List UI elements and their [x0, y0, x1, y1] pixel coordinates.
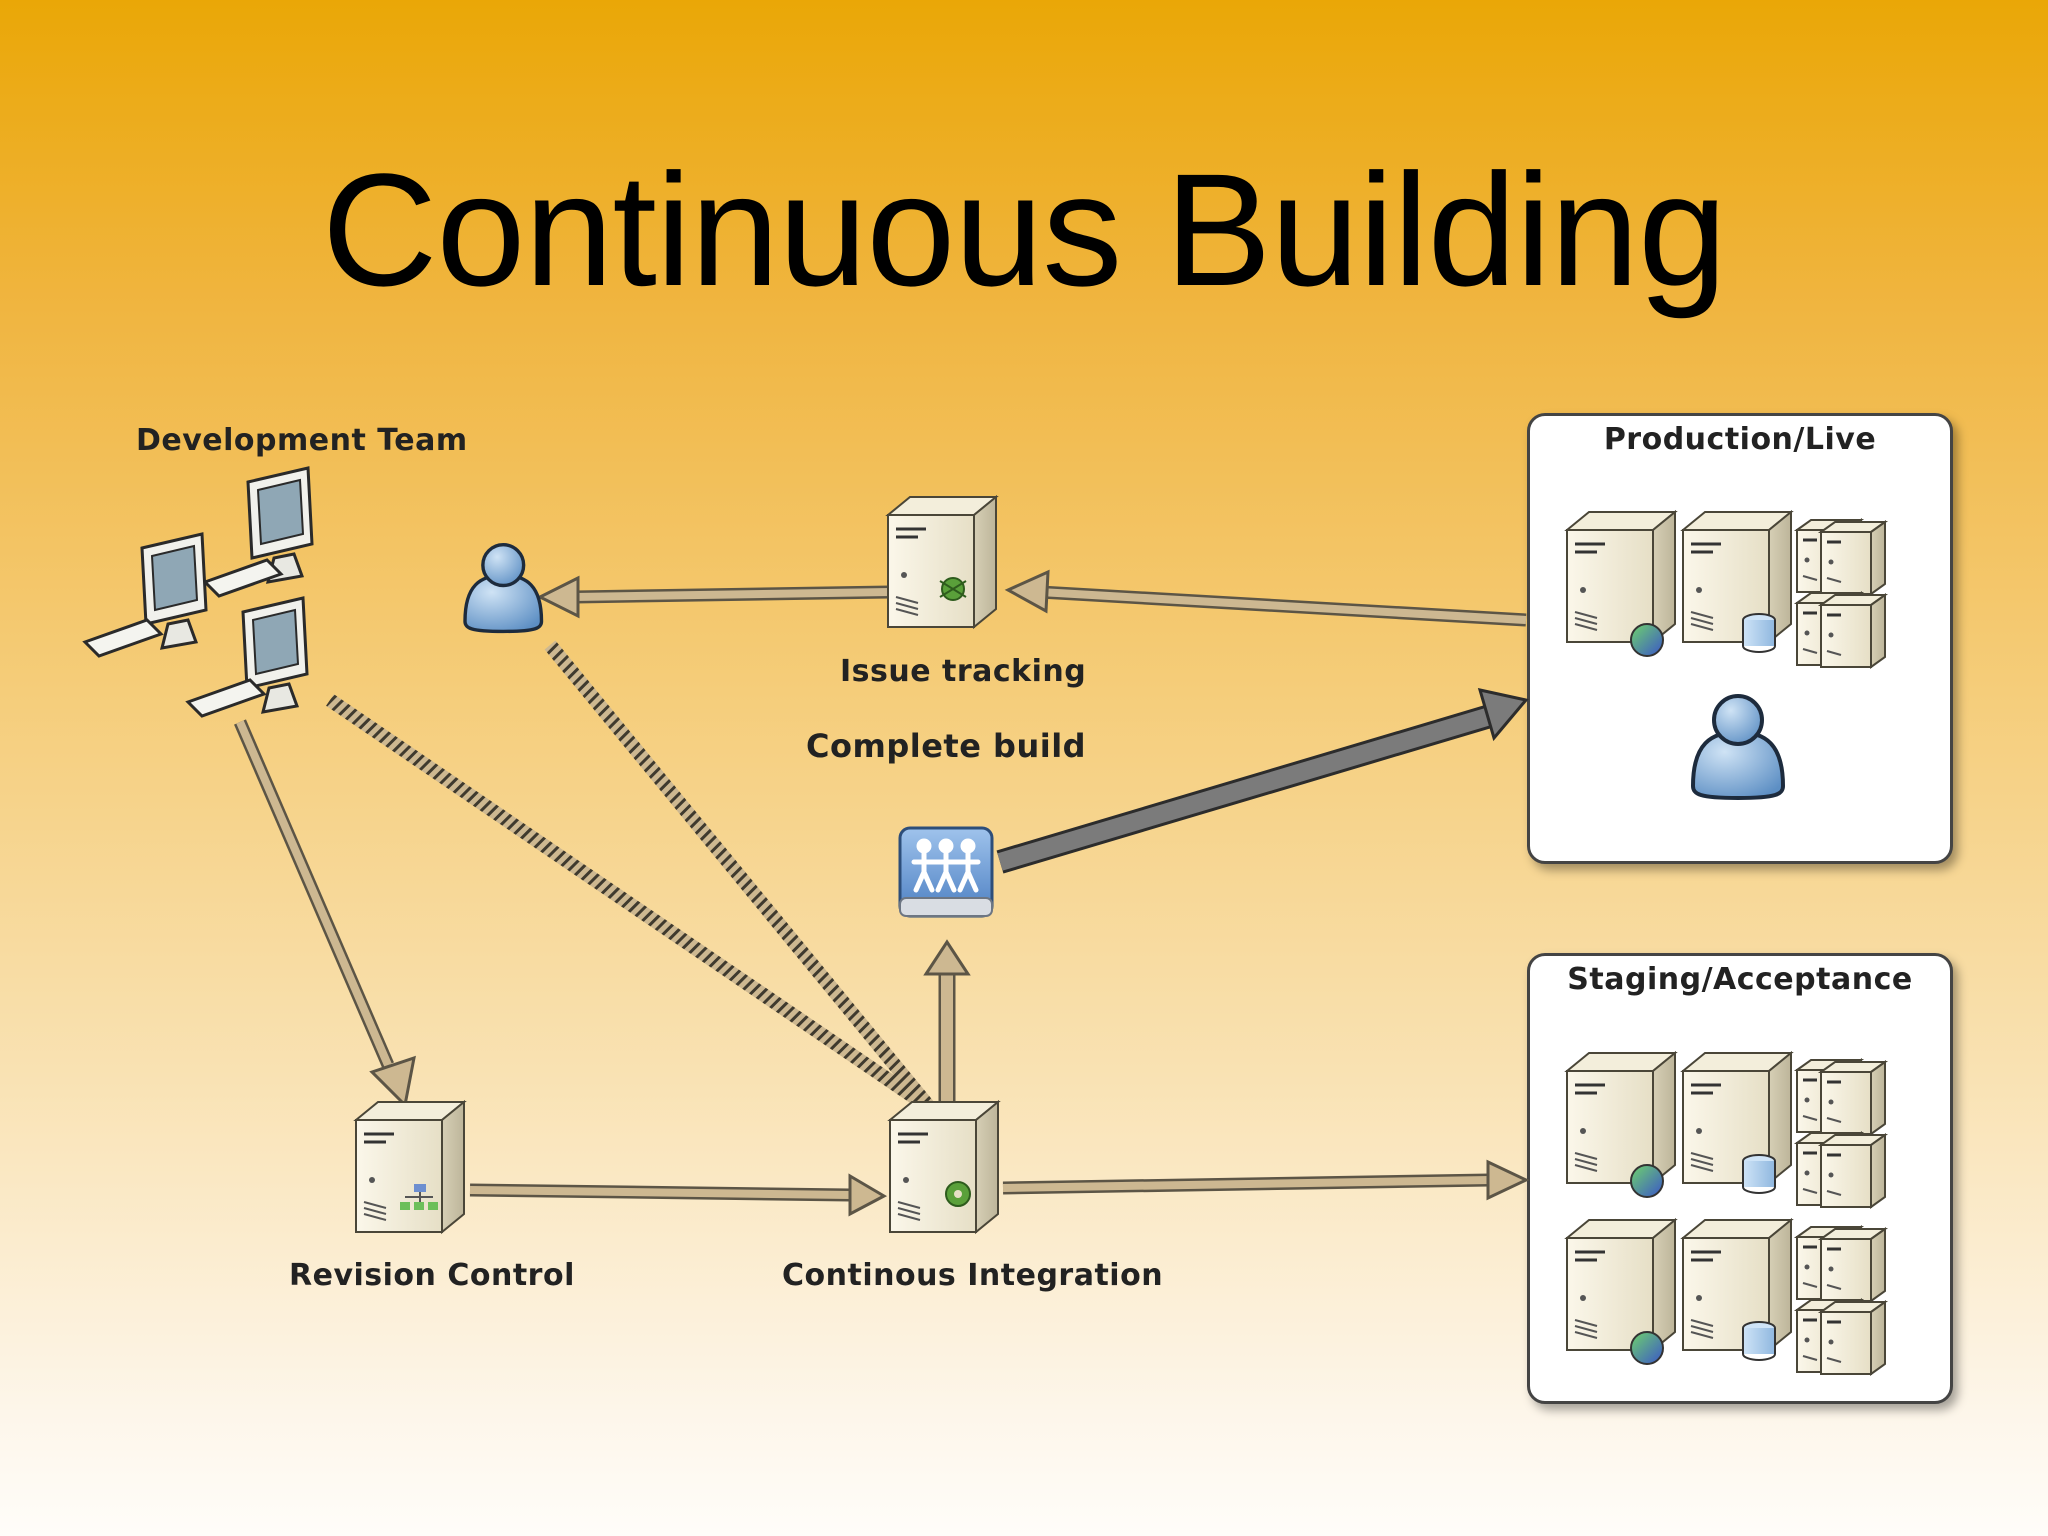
database-server-icon	[1681, 1051, 1793, 1194]
issue-tracking-label: Issue tracking	[840, 654, 1086, 689]
build-package-drive-icon	[898, 826, 994, 918]
server-gear-icon	[888, 1100, 1000, 1234]
web-server-icon	[1565, 1218, 1677, 1365]
slide-title: Continuous Building	[321, 140, 1727, 319]
arrow-build-to-production	[996, 687, 1529, 874]
web-server-icon	[1565, 1051, 1677, 1198]
feedback-ci-to-developer	[544, 640, 936, 1113]
arrow-issue-tracking-to-developer	[536, 575, 891, 619]
server-hierarchy-icon	[354, 1100, 466, 1234]
flow-arrows	[234, 569, 1530, 1217]
arrow-revision-control-to-ci	[469, 1173, 888, 1217]
arrow-production-to-issue-tracking	[1004, 569, 1527, 627]
server-rack-icon	[1795, 1058, 1887, 1209]
arrow-devteam-to-revision-control	[234, 719, 416, 1109]
computer-workstations-icon	[83, 466, 314, 718]
developer-person-icon	[463, 543, 544, 634]
end-user-person-icon	[1691, 694, 1785, 800]
continuous-integration-label: Continous Integration	[782, 1258, 1163, 1293]
web-server-icon	[1565, 510, 1677, 657]
production-servers	[1565, 510, 1887, 800]
staging-label: Staging/Acceptance	[1567, 962, 1913, 997]
server-bug-icon	[886, 495, 998, 629]
revision-control-label: Revision Control	[289, 1258, 575, 1293]
arrow-ci-to-complete-build	[923, 939, 971, 1110]
server-rack-icon	[1795, 518, 1887, 669]
production-label: Production/Live	[1603, 422, 1877, 457]
staging-servers	[1565, 1051, 1887, 1376]
arrow-ci-to-staging	[1002, 1159, 1530, 1201]
dev-team-label: Development Team	[136, 423, 468, 458]
database-server-icon	[1681, 510, 1793, 653]
database-server-icon	[1681, 1218, 1793, 1361]
server-rack-icon	[1795, 1225, 1887, 1376]
feedback-ci-to-devteam	[326, 694, 934, 1114]
complete-build-label: Complete build	[806, 727, 1086, 765]
